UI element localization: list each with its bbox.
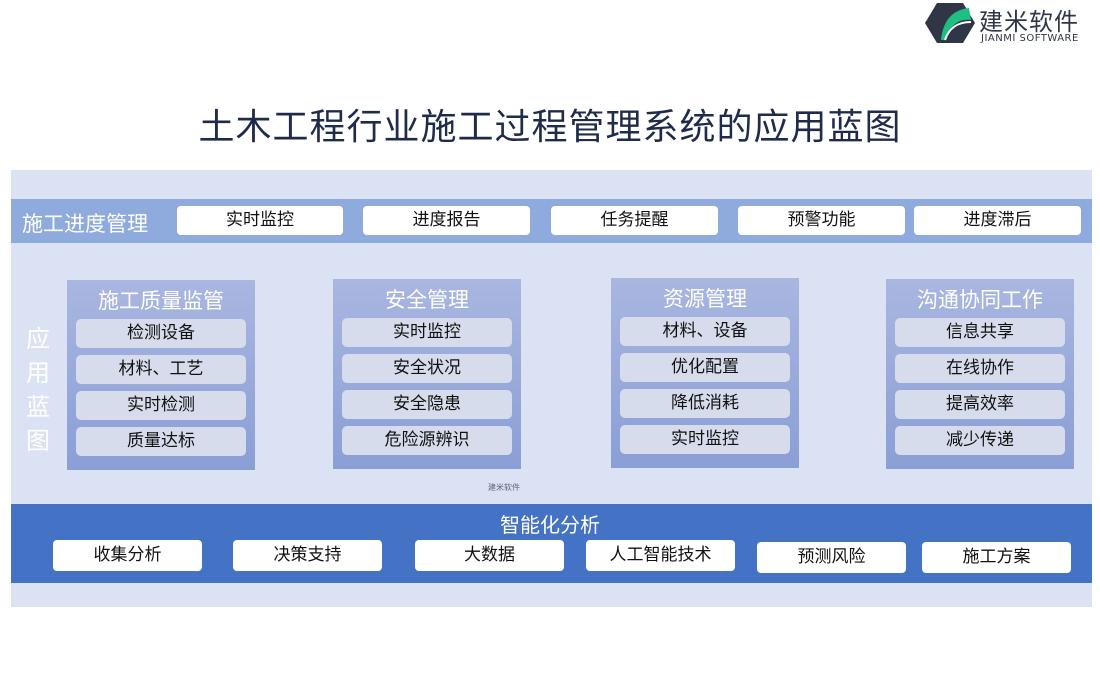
card-title: 安全管理 <box>385 288 469 312</box>
side-char: 用 <box>26 359 50 387</box>
progress-item: 进度报告 <box>363 206 530 235</box>
card-item: 实时监控 <box>620 425 790 454</box>
progress-item: 预警功能 <box>738 206 905 235</box>
logo-subtext: JIANMI SOFTWARE <box>981 33 1079 44</box>
analysis-item: 施工方案 <box>922 542 1071 573</box>
card-item: 降低消耗 <box>620 389 790 418</box>
card-resources: 资源管理 材料、设备 优化配置 降低消耗 实时监控 <box>611 278 799 468</box>
card-item: 实时监控 <box>342 318 512 347</box>
analysis-item: 人工智能技术 <box>586 540 735 571</box>
card-item: 检测设备 <box>76 319 246 348</box>
card-item: 提高效率 <box>895 390 1065 419</box>
analysis-item: 大数据 <box>415 540 564 571</box>
card-item: 在线协作 <box>895 354 1065 383</box>
card-item: 安全状况 <box>342 354 512 383</box>
analysis-item: 预测风险 <box>757 542 906 573</box>
jianmi-logo: 建米软件 JIANMI SOFTWARE <box>925 2 1100 46</box>
card-communication: 沟通协同工作 信息共享 在线协作 提高效率 减少传递 <box>886 279 1074 469</box>
logo-mark-icon <box>925 3 975 43</box>
card-item: 质量达标 <box>76 427 246 456</box>
card-safety: 安全管理 实时监控 安全状况 安全隐患 危险源辨识 <box>333 279 521 469</box>
card-item: 实时检测 <box>76 391 246 420</box>
side-char: 图 <box>26 427 50 455</box>
page-title: 土木工程行业施工过程管理系统的应用蓝图 <box>198 107 902 148</box>
analysis-item: 决策支持 <box>233 540 382 571</box>
card-quality: 施工质量监管 检测设备 材料、工艺 实时检测 质量达标 <box>67 280 255 470</box>
side-label: 应 用 蓝 图 <box>24 322 52 458</box>
side-char: 蓝 <box>26 393 50 421</box>
card-item: 优化配置 <box>620 353 790 382</box>
card-item: 材料、设备 <box>620 317 790 346</box>
card-item: 减少传递 <box>895 426 1065 455</box>
card-item: 安全隐患 <box>342 390 512 419</box>
analysis-title: 智能化分析 <box>500 513 600 537</box>
progress-item: 任务提醒 <box>551 206 718 235</box>
card-item: 信息共享 <box>895 318 1065 347</box>
card-title: 沟通协同工作 <box>917 288 1043 312</box>
side-char: 应 <box>26 325 50 353</box>
progress-item: 实时监控 <box>177 206 343 235</box>
watermark: 建米软件 <box>488 483 520 492</box>
logo-text: 建米软件 <box>979 8 1079 36</box>
card-item: 危险源辨识 <box>342 426 512 455</box>
card-title: 资源管理 <box>663 287 747 311</box>
card-item: 材料、工艺 <box>76 355 246 384</box>
analysis-item: 收集分析 <box>53 540 202 571</box>
card-title: 施工质量监管 <box>98 289 224 313</box>
progress-label: 施工进度管理 <box>22 212 148 236</box>
progress-item: 进度滞后 <box>914 206 1081 235</box>
